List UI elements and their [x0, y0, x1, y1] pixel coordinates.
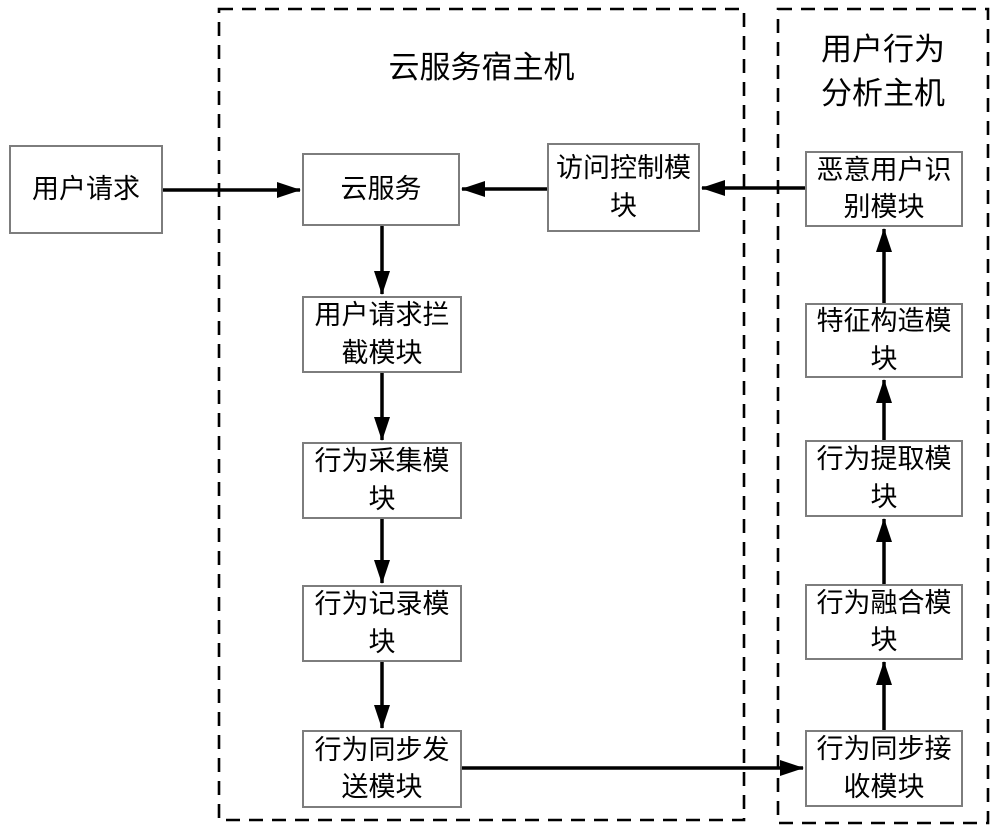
node-behavior-sync-send-module: 行为同步发送模块	[302, 730, 462, 808]
node-user-request-intercept-module: 用户请求拦截模块	[302, 296, 462, 373]
node-feature-construct-module: 特征构造模块	[805, 303, 963, 378]
node-behavior-collect-module: 行为采集模块	[302, 442, 462, 519]
node-user-request: 用户请求	[9, 145, 163, 234]
node-behavior-sync-receive-module: 行为同步接收模块	[805, 730, 963, 807]
node-access-control-module: 访问控制模块	[547, 143, 700, 232]
node-behavior-fusion-module: 行为融合模块	[805, 584, 963, 660]
node-malicious-user-identify-module: 恶意用户识别模块	[805, 151, 963, 227]
cloud-host-title: 云服务宿主机	[388, 50, 575, 85]
analysis-host-title: 用户行为分析主机	[821, 32, 945, 112]
node-cloud-service: 云服务	[302, 153, 460, 226]
analysis-host-container-border	[776, 7, 990, 825]
cloud-host-container-border	[217, 7, 746, 822]
node-behavior-extract-module: 行为提取模块	[805, 440, 963, 517]
node-behavior-record-module: 行为记录模块	[302, 585, 462, 662]
